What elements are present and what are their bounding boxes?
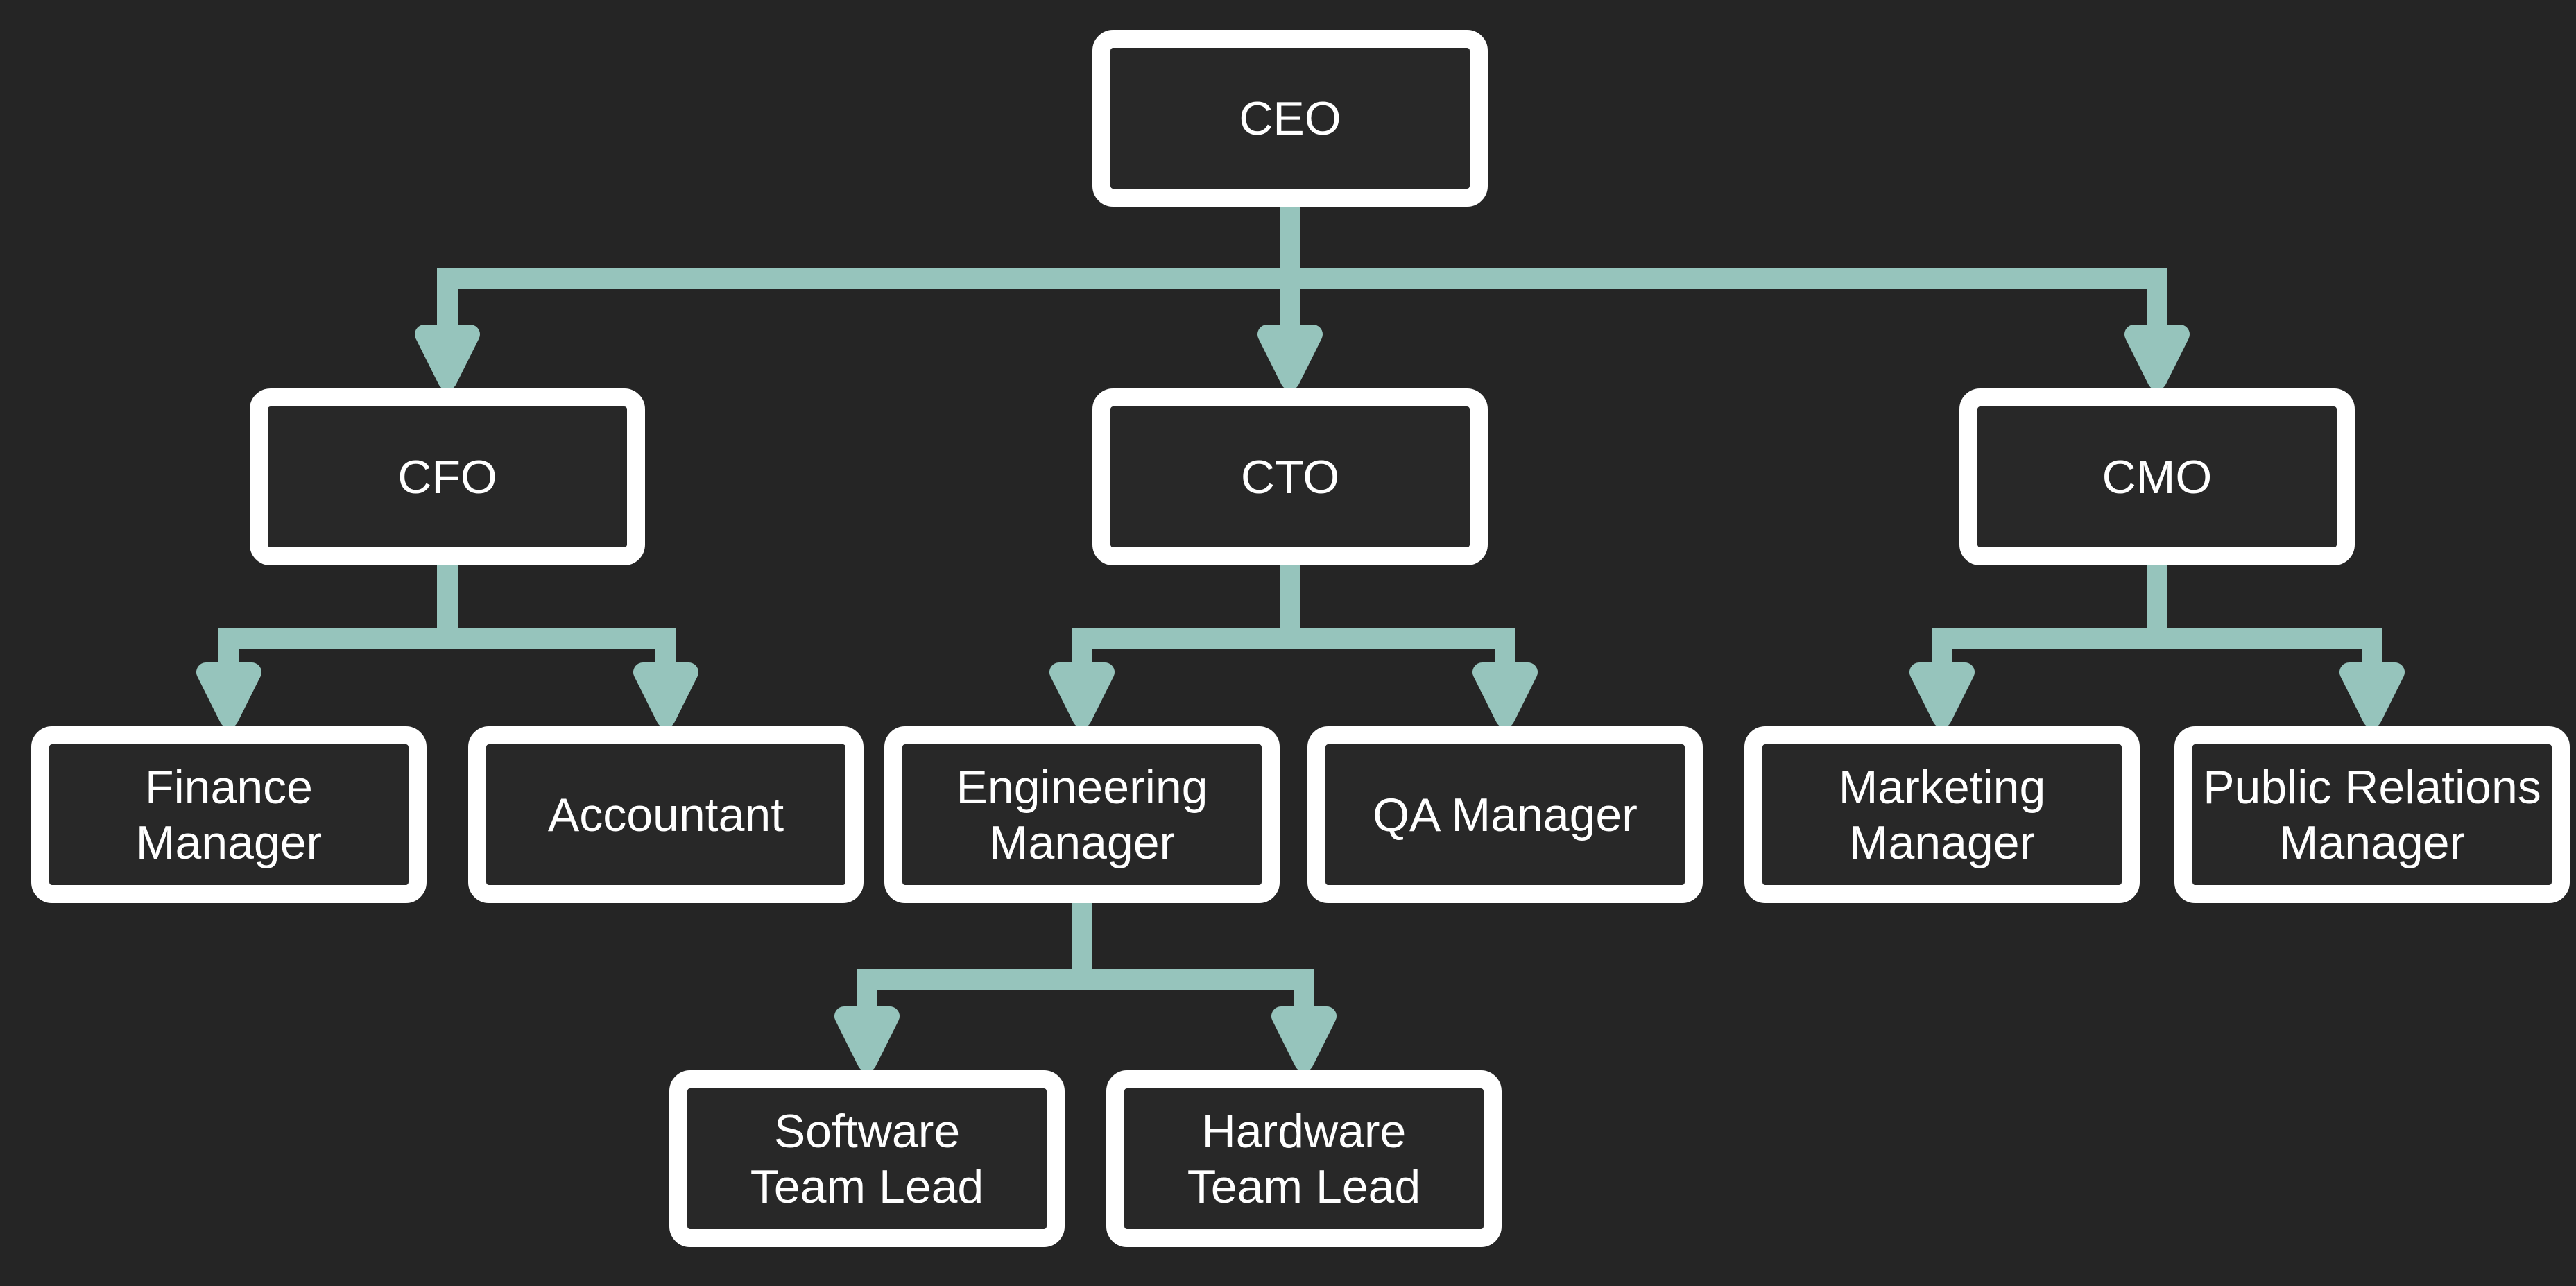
node-label: Accountant xyxy=(547,788,784,841)
node-label: CEO xyxy=(1239,92,1341,145)
arrowhead-public-relations-manager xyxy=(2339,662,2405,728)
arrowhead-marketing-manager xyxy=(1909,662,1975,728)
arrowhead-qa-manager xyxy=(1472,662,1538,728)
arrowhead-finance-manager xyxy=(196,662,261,728)
node-marketing-manager[interactable]: Marketing Manager xyxy=(1744,726,2140,903)
arrowhead-cmo xyxy=(2124,325,2190,390)
node-label: CMO xyxy=(2102,450,2213,504)
arrowhead-hardware-team-lead xyxy=(1271,1006,1337,1072)
arrowhead-cfo xyxy=(415,325,480,390)
node-label: Public Relations Manager xyxy=(2203,760,2541,869)
node-public-relations-manager[interactable]: Public Relations Manager xyxy=(2174,726,2570,903)
arrowhead-accountant xyxy=(633,662,698,728)
connector-cfo-children xyxy=(196,565,698,728)
node-hardware-team-lead[interactable]: Hardware Team Lead xyxy=(1106,1070,1502,1247)
node-label: Engineering Manager xyxy=(956,760,1208,869)
node-label: QA Manager xyxy=(1373,788,1638,841)
node-engineering-manager[interactable]: Engineering Manager xyxy=(884,726,1280,903)
node-label: Finance Manager xyxy=(135,760,323,869)
node-cto[interactable]: CTO xyxy=(1092,388,1488,565)
node-finance-manager[interactable]: Finance Manager xyxy=(31,726,427,903)
node-cfo[interactable]: CFO xyxy=(250,388,645,565)
arrowhead-software-team-lead xyxy=(834,1006,900,1072)
node-label: Hardware Team Lead xyxy=(1187,1104,1421,1213)
node-label: CTO xyxy=(1240,450,1340,504)
node-software-team-lead[interactable]: Software Team Lead xyxy=(669,1070,1065,1247)
node-cmo[interactable]: CMO xyxy=(1959,388,2355,565)
node-accountant[interactable]: Accountant xyxy=(468,726,864,903)
node-ceo[interactable]: CEO xyxy=(1092,30,1488,207)
connector-ceo-children xyxy=(415,207,2190,390)
connector-engineering-children xyxy=(834,903,1337,1072)
node-label: Marketing Manager xyxy=(1838,760,2046,869)
node-label: CFO xyxy=(397,450,497,504)
connector-cto-children xyxy=(1049,565,1538,728)
node-qa-manager[interactable]: QA Manager xyxy=(1307,726,1703,903)
arrowhead-engineering-manager xyxy=(1049,662,1115,728)
node-label: Software Team Lead xyxy=(750,1104,984,1213)
connector-cmo-children xyxy=(1909,565,2405,728)
arrowhead-cto xyxy=(1257,325,1323,390)
